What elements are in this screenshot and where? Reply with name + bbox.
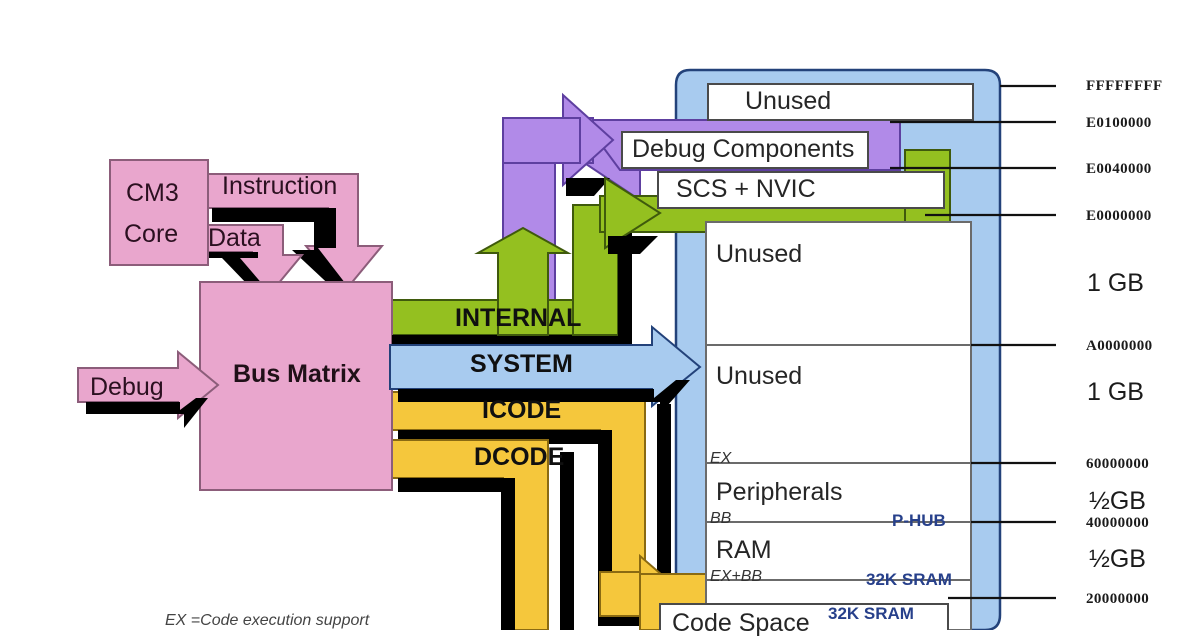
- tag-32k-sram-ram: 32K SRAM: [866, 570, 952, 589]
- debug-arrow-shaft: [502, 117, 581, 164]
- legend-ex: EX =Code execution support: [165, 612, 370, 629]
- bus-matrix-label: Bus Matrix: [233, 360, 361, 388]
- address-ffffffff: FFFFFFFF: [1086, 78, 1163, 94]
- size-label-1gb-top: 1 GB: [1087, 269, 1144, 297]
- memory-block-code-space: Code Space: [672, 609, 810, 637]
- instruction-port-label: Instruction: [222, 172, 338, 200]
- bus-label-system: SYSTEM: [470, 350, 573, 378]
- bus-label-internal: INTERNAL: [455, 304, 582, 332]
- annotation-ex-bb: EX+BB: [710, 568, 763, 585]
- size-label-halfgb-1: ½GB: [1089, 487, 1146, 515]
- memory-block-debug-components: Debug Components: [632, 135, 855, 163]
- debug-input-shadow: [86, 398, 208, 428]
- memory-block-unused-2: Unused: [716, 240, 803, 268]
- cm3-core-box: [109, 159, 209, 266]
- instruction-arrow-shadow: [212, 208, 352, 306]
- dcode-shadow: [398, 452, 574, 630]
- address-tick-lines: [890, 84, 1056, 600]
- box-unused-top: [707, 83, 974, 121]
- data-port-label: Data: [208, 224, 261, 252]
- scs-arrow-shadow: [608, 236, 658, 254]
- address-a0000000: A0000000: [1086, 338, 1153, 354]
- box-debug-components: [621, 131, 869, 169]
- bus-label-icode: ICODE: [482, 396, 562, 424]
- memory-block-ram: RAM: [716, 536, 772, 564]
- scs-arrowhead: [604, 176, 662, 250]
- bus-label-dcode: DCODE: [474, 443, 565, 471]
- tag-p-hub: P-HUB: [892, 511, 946, 530]
- address-e0100000: E0100000: [1086, 115, 1152, 131]
- tag-32k-sram-code: 32K SRAM: [828, 604, 914, 623]
- bus-matrix-box: [199, 281, 393, 491]
- memory-column: [705, 221, 972, 630]
- system-bus-shadow: [398, 380, 690, 414]
- address-60000000: 60000000: [1086, 456, 1150, 472]
- address-20000000: 20000000: [1086, 591, 1150, 607]
- debug-arrow-shadow: [566, 178, 610, 196]
- internal-up-arrow: [474, 226, 572, 336]
- address-40000000: 40000000: [1086, 515, 1150, 531]
- size-label-1gb-mid: 1 GB: [1087, 378, 1144, 406]
- cm3-core-label-line2: Core: [124, 220, 179, 248]
- memory-block-unused-3: Unused: [716, 362, 803, 390]
- annotation-ex: EX: [710, 450, 732, 467]
- debug-input-label: Debug: [90, 373, 164, 401]
- cm3-core-label-line1: CM3: [126, 179, 179, 207]
- data-arrow-shadow: [206, 252, 276, 314]
- annotation-bb: BB: [710, 510, 732, 527]
- memory-block-unused-1: Unused: [745, 87, 832, 115]
- memory-block-scs-nvic: SCS + NVIC: [676, 175, 816, 203]
- address-e0040000: E0040000: [1086, 161, 1152, 177]
- address-e0000000: E0000000: [1086, 208, 1152, 224]
- icode-shadow: [398, 404, 671, 626]
- box-scs-nvic: [657, 171, 945, 209]
- size-label-halfgb-2: ½GB: [1089, 545, 1146, 573]
- memory-block-peripherals: Peripherals: [716, 478, 843, 506]
- box-code-space: [659, 603, 949, 630]
